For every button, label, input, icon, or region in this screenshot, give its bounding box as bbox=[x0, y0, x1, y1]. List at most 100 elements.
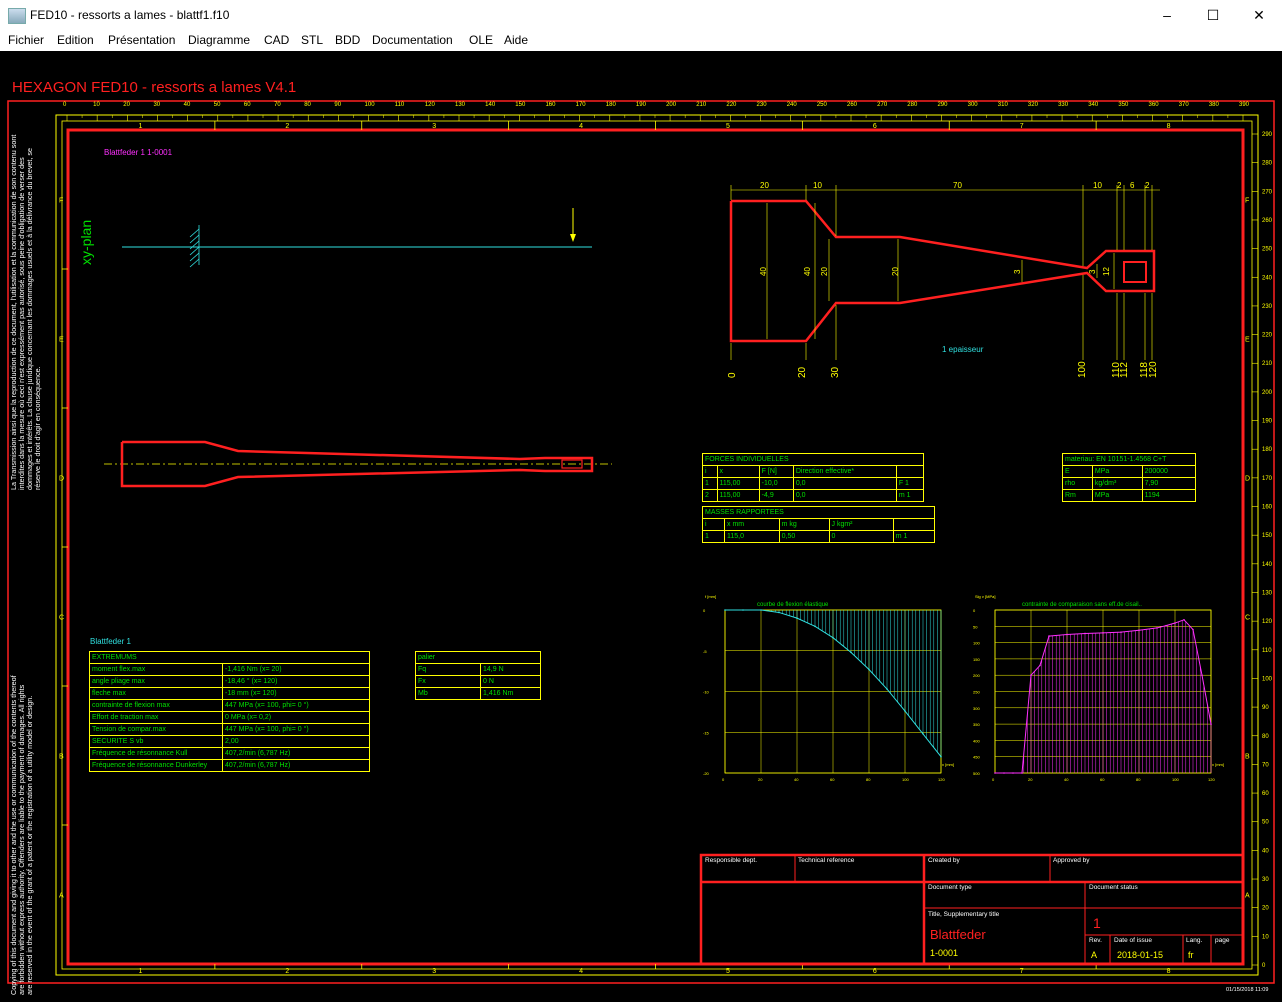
chart-point bbox=[1012, 772, 1014, 774]
zone-row-left: B bbox=[59, 754, 64, 761]
masses-header: x mm bbox=[724, 518, 780, 531]
menu-presentation[interactable]: Présentation bbox=[108, 33, 176, 47]
extremum-name: angle pliage max bbox=[89, 675, 223, 688]
maximize-icon[interactable]: ☐ bbox=[1206, 7, 1220, 23]
ruler-right-label: 190 bbox=[1262, 419, 1273, 425]
ruler-top-label: 40 bbox=[184, 102, 191, 108]
zone-col-top: 6 bbox=[873, 123, 877, 130]
ruler-right-label: 60 bbox=[1262, 791, 1269, 797]
chart-xtick: 100 bbox=[902, 777, 909, 782]
chart-point bbox=[922, 733, 924, 735]
zone-col-top: 7 bbox=[1020, 123, 1024, 130]
chart-xtick: 60 bbox=[830, 777, 835, 782]
chart-point bbox=[796, 617, 798, 619]
ruler-right-label: 180 bbox=[1262, 447, 1273, 453]
chart-xtick: 0 bbox=[722, 777, 725, 782]
zone-row-left: A bbox=[59, 893, 64, 900]
menu-fichier[interactable]: Fichier bbox=[8, 33, 45, 47]
plane-label: xy-plan bbox=[78, 220, 94, 265]
dim-b-2: 20 bbox=[797, 366, 808, 378]
menu-stl[interactable]: STL bbox=[301, 33, 324, 47]
dim-b-6: 112 bbox=[1119, 362, 1130, 378]
ruler-right-label: 50 bbox=[1262, 820, 1269, 826]
menu-aide[interactable]: Aide bbox=[504, 33, 529, 47]
dim-h-4: 20 bbox=[891, 267, 900, 276]
forces-header: x bbox=[716, 465, 760, 478]
bearing-value: 1,416 Nm bbox=[480, 687, 541, 700]
zone-col-bottom: 3 bbox=[432, 968, 436, 975]
masses-header: m kg bbox=[778, 518, 830, 531]
ruler-right-label: 0 bbox=[1262, 963, 1266, 969]
chart-ytick: -5 bbox=[703, 649, 707, 654]
chart-point bbox=[1066, 633, 1068, 636]
menu-ole[interactable]: OLE bbox=[469, 33, 494, 47]
chart-point bbox=[1102, 632, 1104, 634]
ruler-top-label: 360 bbox=[1149, 102, 1160, 108]
bearing-title: palier bbox=[415, 651, 541, 664]
forces-cell: 2 bbox=[702, 489, 718, 502]
ruler-right-label: 260 bbox=[1262, 218, 1273, 224]
dim-b-3: 30 bbox=[830, 366, 841, 378]
dim-h-7: 12 bbox=[1102, 267, 1111, 276]
minimize-icon[interactable]: – bbox=[1163, 7, 1171, 23]
forces-cell: 0,0 bbox=[792, 477, 897, 490]
dim-b-7: 118 bbox=[1139, 362, 1150, 378]
menu-cad[interactable]: CAD bbox=[264, 33, 290, 47]
ruler-right-label: 170 bbox=[1262, 476, 1273, 482]
dim-top-6: 6 bbox=[1130, 181, 1135, 190]
ruler-top-label: 330 bbox=[1058, 102, 1069, 108]
chart-ytick: 250 bbox=[973, 690, 980, 695]
extremum-name: Tension de compar.max bbox=[89, 723, 223, 736]
chart-point bbox=[1030, 674, 1032, 676]
ruler-top-label: 20 bbox=[123, 102, 130, 108]
menu-bdd[interactable]: BDD bbox=[335, 33, 361, 47]
force-arrow-icon bbox=[570, 208, 576, 242]
chart-xtick: 60 bbox=[1100, 777, 1105, 782]
menu-diagramme[interactable]: Diagramme bbox=[188, 33, 251, 47]
drawing-frame bbox=[66, 128, 1245, 966]
material-cell: kg/dm³ bbox=[1091, 477, 1143, 490]
menu-edition[interactable]: Edition bbox=[57, 33, 94, 47]
dim-top-3: 70 bbox=[953, 181, 962, 190]
ruler-top-label: 30 bbox=[153, 102, 160, 108]
dim-b-8: 120 bbox=[1148, 361, 1159, 378]
ruler-top-label: 0 bbox=[63, 102, 67, 108]
tb-doc-type: Document type bbox=[928, 884, 972, 891]
tb-issue-value: 2018-01-15 bbox=[1117, 950, 1163, 960]
zone-row-left: F bbox=[59, 198, 63, 205]
outer-frame bbox=[7, 100, 1275, 984]
ruler-frame bbox=[55, 114, 1259, 976]
bearing-name: Fq bbox=[415, 663, 481, 676]
chart-xtick: 20 bbox=[1028, 777, 1033, 782]
chart-point bbox=[778, 611, 780, 614]
material-cell: 200000 bbox=[1141, 465, 1197, 478]
title-block-frame bbox=[699, 853, 1245, 966]
chart-point bbox=[1084, 632, 1086, 635]
zone-col-top: 2 bbox=[285, 123, 289, 130]
close-icon[interactable]: ✕ bbox=[1253, 7, 1265, 23]
ruler-top-label: 50 bbox=[214, 102, 221, 108]
legal-text-en: Copying of this document and giving it t… bbox=[10, 675, 34, 995]
chart-point bbox=[994, 772, 996, 774]
menu-documentation[interactable]: Documentation bbox=[372, 33, 453, 47]
zone-col-bottom: 4 bbox=[579, 968, 583, 975]
extremum-name: Fréquence de résonnance Dunkerley bbox=[89, 759, 223, 772]
chart-point bbox=[1156, 627, 1158, 629]
window-titlebar: FED10 - ressorts a lames - blattf1.f10 –… bbox=[0, 0, 1282, 32]
extremums-table: EXTREMUMS moment flex.max-1,416 Nm (x= 2… bbox=[89, 651, 370, 772]
extremum-value: -1,416 Nm (x= 20) bbox=[222, 663, 370, 676]
extremum-value: 407,2/min (6,787 Hz) bbox=[222, 759, 370, 772]
dim-h-3: 20 bbox=[820, 267, 829, 276]
tb-sheet-no: 1 bbox=[1093, 915, 1101, 931]
fixed-support-icon bbox=[189, 225, 200, 268]
zone-col-bottom: 2 bbox=[285, 968, 289, 975]
dim-h-5: 3 bbox=[1013, 269, 1022, 274]
spring-eye bbox=[561, 459, 583, 469]
app-icon bbox=[8, 8, 26, 24]
extremum-value: 0 MPa (x= 0,2) bbox=[222, 711, 370, 724]
ruler-top-label: 270 bbox=[877, 102, 888, 108]
chart-point bbox=[1165, 624, 1167, 627]
ruler-right-label: 200 bbox=[1262, 390, 1273, 396]
chart-ytick: 200 bbox=[973, 673, 980, 678]
